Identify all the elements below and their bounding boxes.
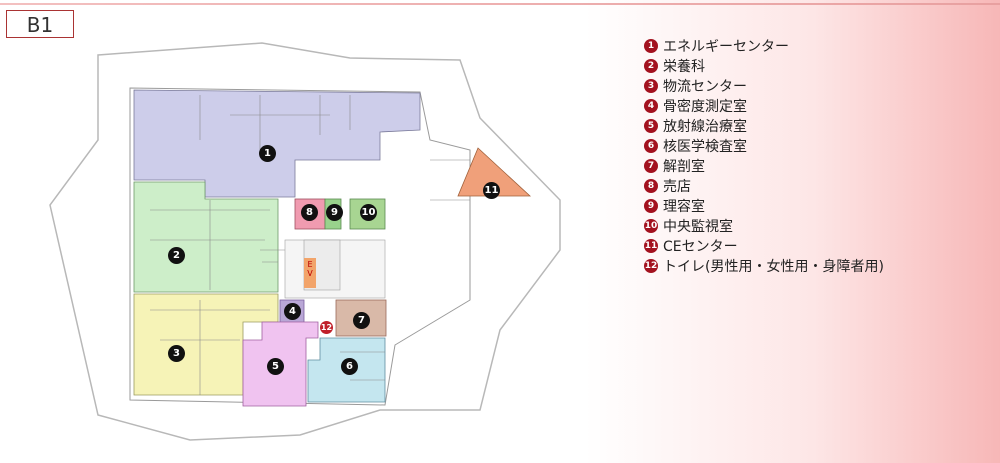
zone-nutrition xyxy=(133,181,279,293)
elevator-label: E V xyxy=(304,258,316,288)
map-pin-2[interactable]: 2 xyxy=(168,247,185,264)
floor-label: B1 xyxy=(6,10,74,38)
building-outline xyxy=(49,42,561,441)
legend-label: 中央監視室 xyxy=(663,219,733,235)
map-pin-7[interactable]: 7 xyxy=(353,312,370,329)
inner-outline xyxy=(129,87,471,406)
legend-number: 1 xyxy=(644,39,658,53)
legend-label: 栄養科 xyxy=(663,59,705,75)
legend-item[interactable]: 10 中央監視室 xyxy=(644,216,884,236)
legend-number: 6 xyxy=(644,139,658,153)
legend-number: 12 xyxy=(644,259,658,273)
map-pin-6[interactable]: 6 xyxy=(341,358,358,375)
legend-label: 放射線治療室 xyxy=(663,119,747,135)
legend-label: 物流センター xyxy=(663,79,747,95)
legend-item[interactable]: 11 CEセンター xyxy=(644,236,884,256)
zone-logistics xyxy=(133,293,279,396)
legend-label: 理容室 xyxy=(663,199,705,215)
map-pin-1[interactable]: 1 xyxy=(259,145,276,162)
legend-number: 7 xyxy=(644,159,658,173)
legend-label: 核医学検査室 xyxy=(663,139,747,155)
legend-number: 10 xyxy=(644,219,658,233)
legend-item[interactable]: 12 トイレ(男性用・女性用・身障者用) xyxy=(644,256,884,276)
legend-number: 9 xyxy=(644,199,658,213)
map-pin-8[interactable]: 8 xyxy=(301,204,318,221)
legend-label: CEセンター xyxy=(663,239,738,255)
legend-label: エネルギーセンター xyxy=(663,39,789,55)
map-pin-12[interactable]: 12 xyxy=(320,321,333,334)
legend-item[interactable]: 5 放射線治療室 xyxy=(644,116,884,136)
legend-item[interactable]: 1 エネルギーセンター xyxy=(644,36,884,56)
legend-item[interactable]: 8 売店 xyxy=(644,176,884,196)
floor-plan xyxy=(49,42,561,441)
legend-number: 5 xyxy=(644,119,658,133)
legend-label: 解剖室 xyxy=(663,159,705,175)
legend-item[interactable]: 2 栄養科 xyxy=(644,56,884,76)
legend-number: 8 xyxy=(644,179,658,193)
legend-item[interactable]: 6 核医学検査室 xyxy=(644,136,884,156)
legend-item[interactable]: 4 骨密度測定室 xyxy=(644,96,884,116)
wall-lines xyxy=(150,95,470,395)
legend-item[interactable]: 7 解剖室 xyxy=(644,156,884,176)
map-pin-5[interactable]: 5 xyxy=(267,358,284,375)
legend-label: 骨密度測定室 xyxy=(663,99,747,115)
legend-label: 売店 xyxy=(663,179,691,195)
zone-energy-center xyxy=(133,89,421,198)
map-pin-3[interactable]: 3 xyxy=(168,345,185,362)
legend-number: 11 xyxy=(644,239,658,253)
legend-number: 3 xyxy=(644,79,658,93)
top-divider xyxy=(0,3,1000,5)
legend-item[interactable]: 3 物流センター xyxy=(644,76,884,96)
map-pin-11[interactable]: 11 xyxy=(483,182,500,199)
legend-item[interactable]: 9 理容室 xyxy=(644,196,884,216)
legend-number: 4 xyxy=(644,99,658,113)
legend-label: トイレ(男性用・女性用・身障者用) xyxy=(663,259,884,275)
map-pin-4[interactable]: 4 xyxy=(284,303,301,320)
legend-number: 2 xyxy=(644,59,658,73)
map-pin-10[interactable]: 10 xyxy=(360,204,377,221)
map-pin-9[interactable]: 9 xyxy=(326,204,343,221)
